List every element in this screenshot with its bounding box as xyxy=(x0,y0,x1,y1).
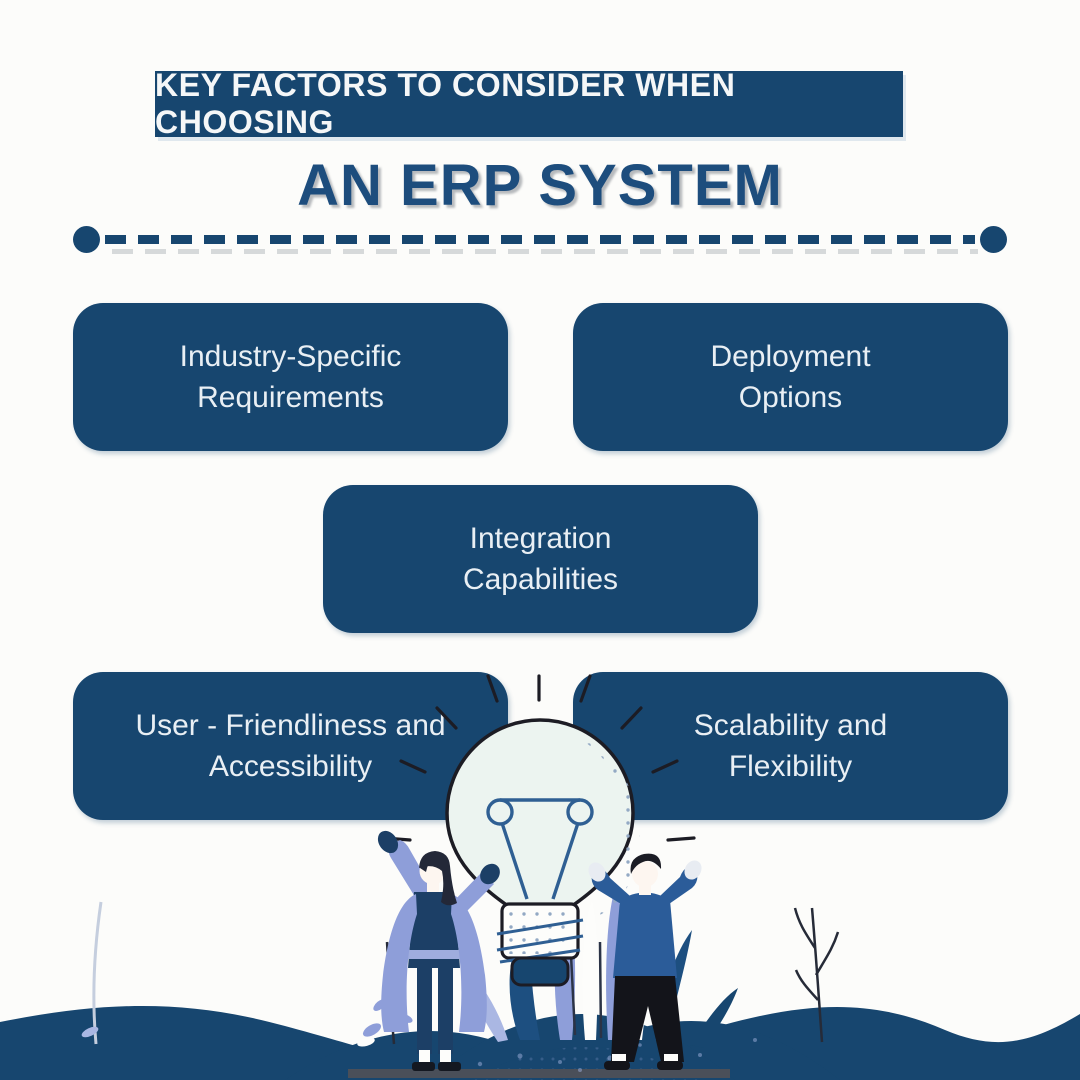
page-title: AN ERP SYSTEM xyxy=(297,153,783,218)
divider-dash-line xyxy=(105,234,978,254)
speckles xyxy=(428,1038,757,1072)
factor-label: User - Friendliness and Accessibility xyxy=(135,709,446,783)
factor-card-scalability-flexibility: Scalability and Flexibility xyxy=(573,672,1008,820)
lightbulb-filament xyxy=(486,798,594,900)
person-woman xyxy=(377,830,500,1071)
ground-strip xyxy=(348,1069,730,1078)
ground-mounds xyxy=(285,1014,840,1080)
factor-card-user-friendliness-accessibility: User - Friendliness and Accessibility xyxy=(73,672,508,820)
header-banner: KEY FACTORS TO CONSIDER WHEN CHOOSING xyxy=(155,67,903,140)
left-sprig xyxy=(357,941,413,1047)
divider-dot-right xyxy=(980,225,1007,253)
factor-card-industry-specific-requirements: Industry-Specific Requirements xyxy=(73,303,508,451)
twig-branch xyxy=(793,907,840,1043)
divider xyxy=(73,224,1007,254)
factor-label: Industry-Specific Requirements xyxy=(179,340,402,414)
person-man xyxy=(588,853,702,1070)
factor-card-integration-capabilities: Integration Capabilities xyxy=(323,485,758,633)
factor-label: Deployment Options xyxy=(710,340,871,414)
factor-label: Scalability and Flexibility xyxy=(693,709,888,783)
factor-label: Integration Capabilities xyxy=(462,522,619,596)
footer-wave xyxy=(0,1005,1080,1080)
grass-plants xyxy=(464,885,738,1080)
divider-dot-left xyxy=(73,225,100,253)
header-banner-label: KEY FACTORS TO CONSIDER WHEN CHOOSING xyxy=(155,67,736,140)
far-left-stem xyxy=(81,901,103,1045)
factor-card-deployment-options: Deployment Options xyxy=(573,303,1008,451)
